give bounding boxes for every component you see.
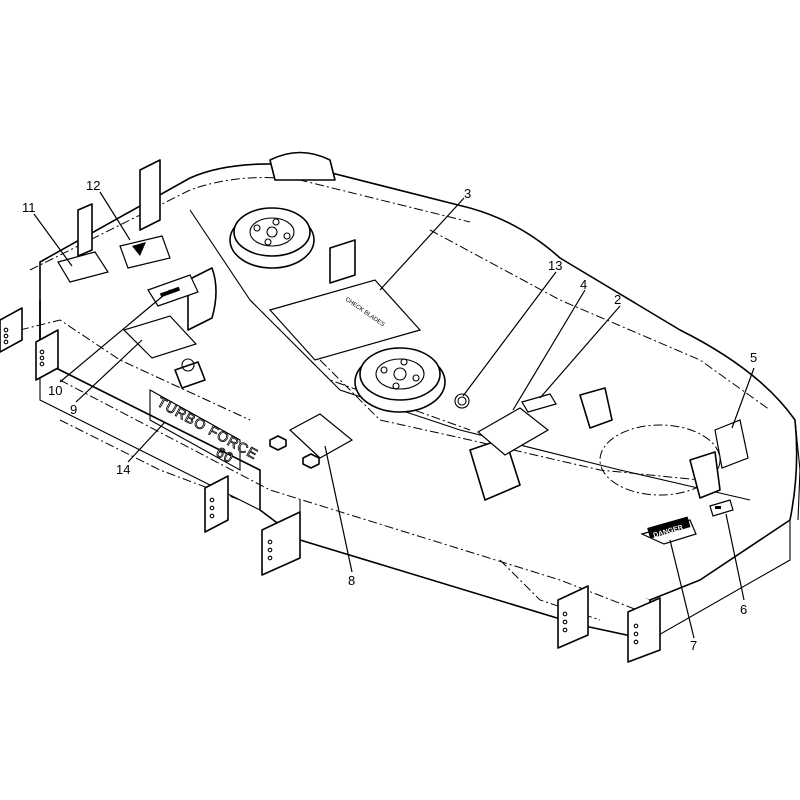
callout-labels: 11 12 3 13 4 2 5 10 9 14 8 6 7 [22, 178, 757, 653]
grease-fitting [174, 358, 206, 389]
callout-4: 4 [580, 277, 587, 292]
decal-8 [288, 413, 354, 459]
decal-7-danger: DANGER [640, 516, 697, 545]
callout-12: 12 [86, 178, 100, 193]
callout-11: 11 [22, 200, 36, 215]
callout-5: 5 [750, 350, 757, 365]
turbo-force-size-text: 60 [214, 444, 237, 467]
rear-mount-brackets [77, 151, 721, 501]
decal-9 [122, 315, 198, 359]
spindle-pulley-left [229, 207, 315, 269]
callout-8: 8 [348, 573, 355, 588]
leader-lines [33, 191, 755, 639]
callout-2: 2 [614, 292, 621, 307]
callout-9: 9 [70, 402, 77, 417]
callout-13: 13 [548, 258, 562, 273]
front-lift-brackets [0, 307, 661, 663]
decal-6 [709, 499, 734, 517]
decal-3: CHECK BLADES [268, 279, 422, 361]
spindle-pulley-center [354, 347, 446, 413]
callout-3: 3 [464, 186, 471, 201]
hardware-nuts [269, 393, 470, 469]
callout-7: 7 [690, 638, 697, 653]
callout-6: 6 [740, 602, 747, 617]
decal-5 [714, 419, 749, 469]
decal-11 [57, 251, 109, 283]
callout-14: 14 [116, 462, 130, 477]
decal-13 [476, 407, 550, 456]
decal-12 [119, 235, 171, 269]
callout-10: 10 [48, 383, 62, 398]
